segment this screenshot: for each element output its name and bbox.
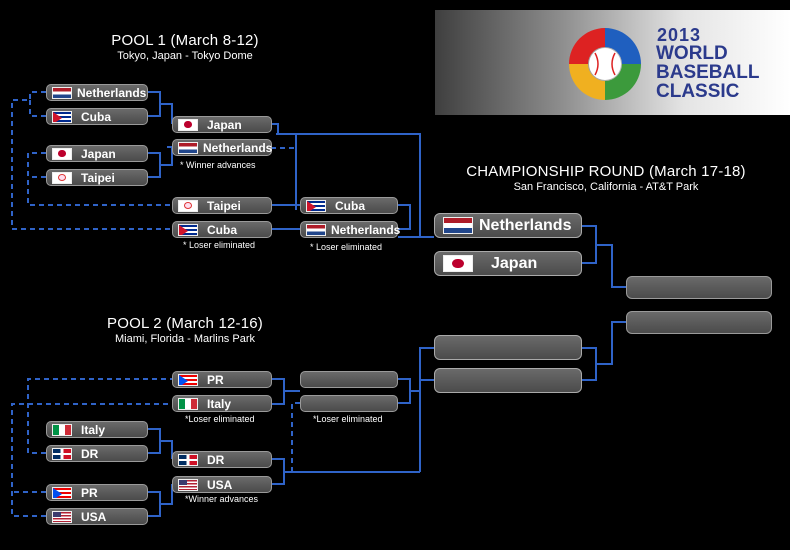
loser-eliminated-note: *Loser eliminated <box>185 414 255 424</box>
championship-slot[interactable]: Japan <box>434 251 582 276</box>
team-slot[interactable]: Italy <box>46 421 148 438</box>
final-slot-empty[interactable] <box>626 311 772 334</box>
logo-line-3: CLASSIC <box>656 81 740 102</box>
team-slot[interactable]: Netherlands <box>172 139 272 156</box>
team-name: USA <box>81 509 107 524</box>
logo-line-2: BASEBALL <box>656 62 760 83</box>
team-slot[interactable]: Japan <box>46 145 148 162</box>
team-name: USA <box>207 477 233 492</box>
flag-japan-icon <box>52 147 72 160</box>
pool2-header: POOL 2 (March 12-16) Miami, Florida - Ma… <box>95 315 275 345</box>
team-name: PR <box>81 485 98 500</box>
flag-usa-icon <box>178 478 198 491</box>
loser-eliminated-note: * Loser eliminated <box>310 242 383 252</box>
pool1-subtitle: Tokyo, Japan - Tokyo Dome <box>117 50 253 62</box>
championship-slot[interactable]: Netherlands <box>434 213 582 238</box>
loser-eliminated-note: *Loser eliminated <box>313 414 383 424</box>
flag-japan-icon <box>178 118 198 131</box>
team-slot[interactable]: Taipei <box>172 197 272 214</box>
team-name: Japan <box>491 254 538 272</box>
team-slot[interactable]: Cuba <box>300 197 398 214</box>
pool1-header: POOL 1 (March 8-12) Tokyo, Japan - Tokyo… <box>95 32 275 62</box>
pool2-title: POOL 2 (March 12-16) <box>107 315 263 332</box>
championship-slot-empty[interactable] <box>434 335 582 360</box>
team-name: Taipei <box>81 170 115 185</box>
pool1-title: POOL 1 (March 8-12) <box>111 32 259 49</box>
team-name: Italy <box>81 422 106 437</box>
team-name: DR <box>207 452 225 467</box>
team-name: Netherlands <box>77 85 147 100</box>
flag-italy-icon <box>52 423 72 436</box>
team-name: Italy <box>207 396 232 411</box>
logo-year: 2013 <box>657 25 702 45</box>
championship-title: CHAMPIONSHIP ROUND (March 17-18) <box>466 163 746 180</box>
flag-cuba-icon <box>52 110 72 123</box>
winner-advances-note: * Winner advances <box>180 160 256 170</box>
final-slot-empty[interactable] <box>626 276 772 299</box>
team-name: Netherlands <box>331 222 401 237</box>
team-name: Japan <box>81 146 116 161</box>
flag-italy-icon <box>178 397 198 410</box>
team-slot[interactable]: Taipei <box>46 169 148 186</box>
team-name: Japan <box>207 117 242 132</box>
team-slot[interactable]: Cuba <box>46 108 148 125</box>
team-name: PR <box>207 372 224 387</box>
winner-advances-note: *Winner advances <box>185 494 259 504</box>
team-slot[interactable]: PR <box>172 371 272 388</box>
flag-netherlands-icon <box>443 217 473 234</box>
team-slot[interactable]: Cuba <box>172 221 272 238</box>
team-name: Cuba <box>81 109 111 124</box>
team-slot[interactable]: Italy <box>172 395 272 412</box>
flag-netherlands-icon <box>52 86 72 99</box>
team-slot[interactable]: Netherlands <box>300 221 401 238</box>
team-slot[interactable]: USA <box>172 476 272 493</box>
team-slot[interactable]: Japan <box>172 116 272 133</box>
team-name: DR <box>81 446 99 461</box>
flag-taipei-icon <box>178 199 198 212</box>
wbc-logo-emblem-icon <box>569 28 641 100</box>
championship-header: CHAMPIONSHIP ROUND (March 17-18) San Fra… <box>450 163 762 193</box>
flag-japan-icon <box>443 255 473 272</box>
flag-netherlands-icon <box>306 223 326 236</box>
team-slot-empty[interactable] <box>300 395 398 412</box>
team-slot[interactable]: Netherlands <box>46 84 148 101</box>
flag-cuba-icon <box>178 223 198 236</box>
loser-eliminated-note: * Loser eliminated <box>183 240 256 250</box>
team-slot-empty[interactable] <box>300 371 398 388</box>
team-slot[interactable]: USA <box>46 508 148 525</box>
team-name: Netherlands <box>479 216 572 234</box>
team-name: Cuba <box>207 222 237 237</box>
flag-netherlands-icon <box>178 141 198 154</box>
team-name: Taipei <box>207 198 241 213</box>
team-slot[interactable]: DR <box>172 451 272 468</box>
pool2-subtitle: Miami, Florida - Marlins Park <box>115 333 255 345</box>
championship-slot-empty[interactable] <box>434 368 582 393</box>
logo-line-1: WORLD <box>656 43 728 64</box>
flag-cuba-icon <box>306 199 326 212</box>
flag-usa-icon <box>52 510 72 523</box>
championship-subtitle: San Francisco, California - AT&T Park <box>513 181 699 193</box>
flag-dominican-republic-icon <box>52 447 72 460</box>
flag-puerto-rico-icon <box>178 373 198 386</box>
flag-taipei-icon <box>52 171 72 184</box>
team-name: Cuba <box>335 198 365 213</box>
team-slot[interactable]: PR <box>46 484 148 501</box>
wbc-logo: 2013 WORLD BASEBALL CLASSIC <box>435 10 790 115</box>
flag-puerto-rico-icon <box>52 486 72 499</box>
flag-dominican-republic-icon <box>178 453 198 466</box>
team-name: Netherlands <box>203 140 273 155</box>
team-slot[interactable]: DR <box>46 445 148 462</box>
